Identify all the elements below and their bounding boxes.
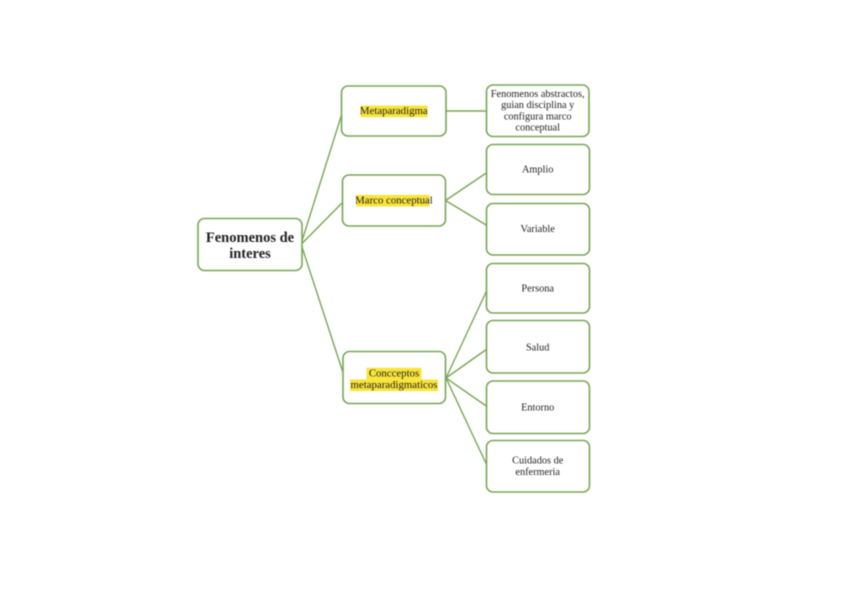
svg-text:Persona: Persona — [521, 284, 554, 295]
svg-text:interes: interes — [229, 246, 271, 262]
svg-text:Fenomenos abstractos,: Fenomenos abstractos, — [491, 89, 585, 100]
svg-text:Entorno: Entorno — [521, 403, 554, 414]
svg-text:conceptual: conceptual — [515, 123, 560, 134]
svg-text:Variable: Variable — [521, 224, 556, 235]
svg-text:enfermeria: enfermeria — [515, 467, 560, 478]
svg-text:Fenomenos de: Fenomenos de — [206, 230, 295, 246]
svg-text:Marco conceptual: Marco conceptual — [355, 195, 433, 207]
svg-text:Amplio: Amplio — [522, 165, 553, 176]
svg-text:Salud: Salud — [526, 343, 550, 354]
svg-text:configura marco: configura marco — [504, 111, 572, 122]
svg-text:guian disciplina y: guian disciplina y — [501, 100, 575, 111]
svg-text:Metaparadigma: Metaparadigma — [360, 105, 428, 117]
svg-text:Cuidados de: Cuidados de — [512, 456, 564, 467]
svg-text:Concceptos: Concceptos — [369, 368, 419, 380]
svg-text:metaparadigmaticos: metaparadigmaticos — [351, 379, 438, 391]
